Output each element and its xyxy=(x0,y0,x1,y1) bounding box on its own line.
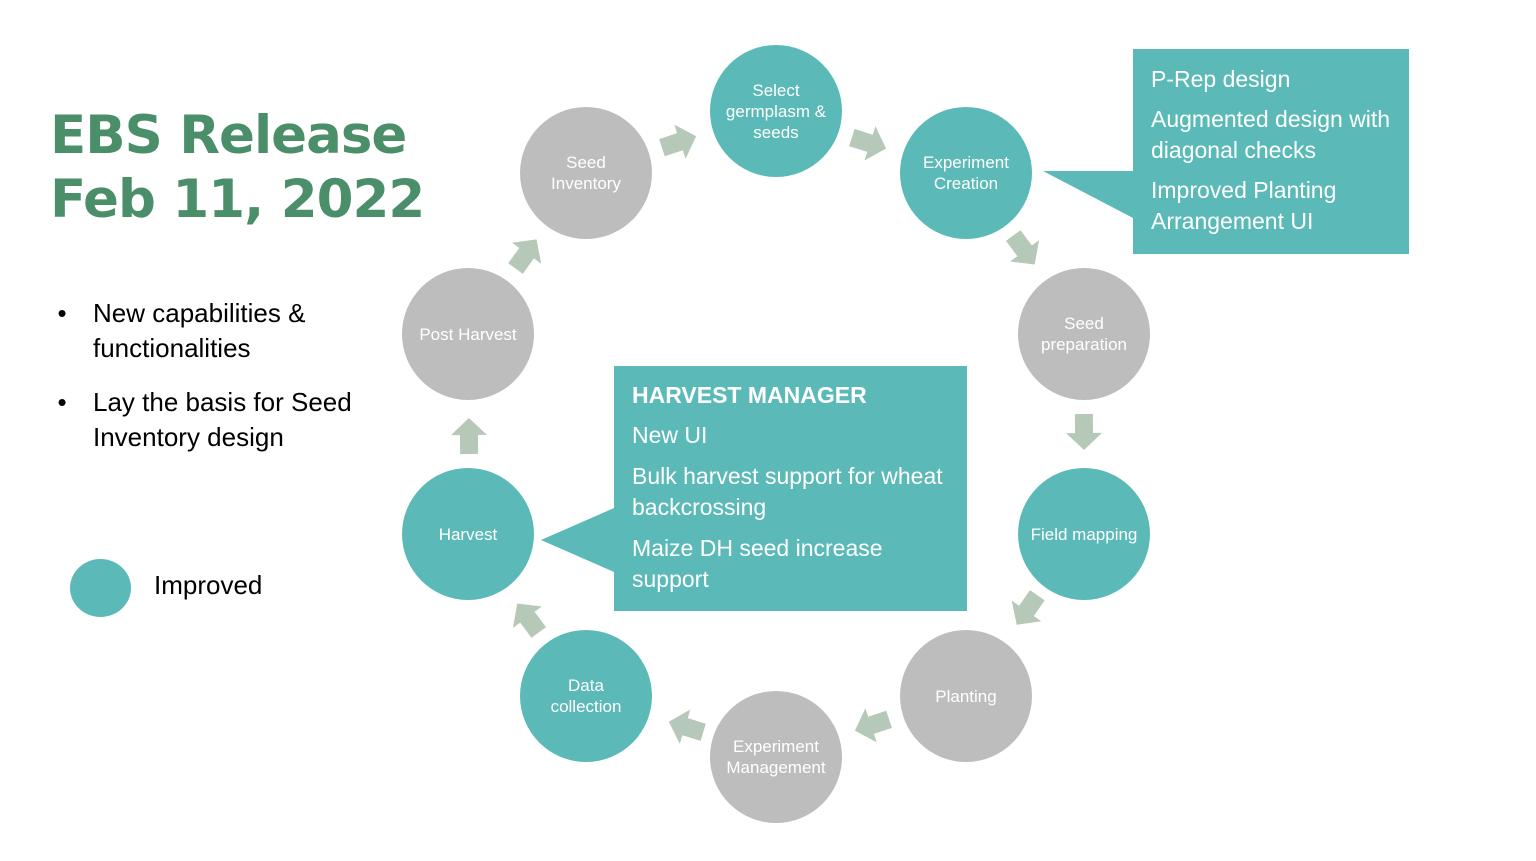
node-data-collection: Data collection xyxy=(520,630,652,762)
arrow-right-icon xyxy=(668,709,706,744)
node-label-line: Post Harvest xyxy=(419,324,517,344)
arrow-right-icon xyxy=(451,418,487,455)
harvest-callout-box xyxy=(541,366,967,611)
harvest-callout-item: Maize DH seed increase support xyxy=(632,535,883,592)
experiment-callout-item: P-Rep design xyxy=(1151,66,1291,92)
node-seed-preparation: Seed preparation xyxy=(1018,268,1150,400)
bullet-text: Lay the basis for Seed Inventory design xyxy=(93,387,352,452)
node-label-line: Data xyxy=(568,676,604,695)
arrow-right-icon xyxy=(854,708,892,743)
experiment-callout-box xyxy=(1043,49,1409,254)
bullet-list: • New capabilities & functionalities • L… xyxy=(55,296,375,474)
cycle-arrows xyxy=(451,124,1102,744)
node-label-line: Field mapping xyxy=(1030,524,1138,544)
node-label-line: germplasm & xyxy=(725,101,827,121)
experiment-callout-item: Improved Planting Arrangement UI xyxy=(1151,177,1337,234)
harvest-callout-item: Bulk harvest support for wheat backcross… xyxy=(632,463,943,520)
bullet-text: New capabilities & functionalities xyxy=(93,298,306,363)
node-label-line: Creation xyxy=(933,174,999,193)
node-planting: Planting xyxy=(900,630,1032,762)
title-line-2: Feb 11, 2022 xyxy=(50,169,425,230)
legend-label: Improved xyxy=(154,570,263,600)
experiment-callout-text: P-Rep design Augmented design with diago… xyxy=(1151,64,1401,237)
arrow-right-icon xyxy=(1011,590,1045,625)
node-label-line: preparation xyxy=(1040,335,1127,354)
arrow-right-icon xyxy=(1066,413,1102,450)
page-title: EBS Release Feb 11, 2022 xyxy=(50,104,425,232)
title-line-1: EBS Release xyxy=(50,105,407,166)
bullet-item: • New capabilities & functionalities xyxy=(55,296,375,366)
node-label-line: seeds xyxy=(753,122,799,142)
node-label-line: Experiment xyxy=(923,153,1009,172)
node-label-line: Harvest xyxy=(438,524,498,544)
node-label-line: Experiment xyxy=(733,737,819,756)
node-harvest: Harvest xyxy=(402,468,534,600)
node-label-line: Inventory xyxy=(551,174,621,193)
arrow-right-icon xyxy=(849,126,887,161)
experiment-callout-item: Augmented design with diagonal checks xyxy=(1151,106,1391,163)
node-label-line: Seed xyxy=(1064,314,1104,333)
legend-swatch xyxy=(70,559,131,617)
harvest-callout-text: HARVEST MANAGER New UI Bulk harvest supp… xyxy=(632,380,952,595)
arrow-right-icon xyxy=(1006,230,1040,265)
node-field-mapping: Field mapping xyxy=(1018,468,1150,600)
harvest-callout-heading: HARVEST MANAGER xyxy=(632,382,867,408)
bullet-dot-icon: • xyxy=(57,298,67,328)
node-label-line: Planting xyxy=(935,686,997,706)
node-label-line: Seed xyxy=(566,153,606,172)
node-label-line: Management xyxy=(726,758,826,777)
harvest-callout-item: New UI xyxy=(632,422,708,448)
node-label-line: collection xyxy=(550,697,622,716)
arrow-right-icon xyxy=(659,124,697,159)
node-label-line: Select xyxy=(752,80,800,100)
bullet-item: • Lay the basis for Seed Inventory desig… xyxy=(55,385,375,455)
arrow-right-icon xyxy=(508,239,542,274)
arrow-right-icon xyxy=(512,603,546,638)
bullet-dot-icon: • xyxy=(57,387,67,417)
node-post-harvest: Post Harvest xyxy=(402,268,534,400)
